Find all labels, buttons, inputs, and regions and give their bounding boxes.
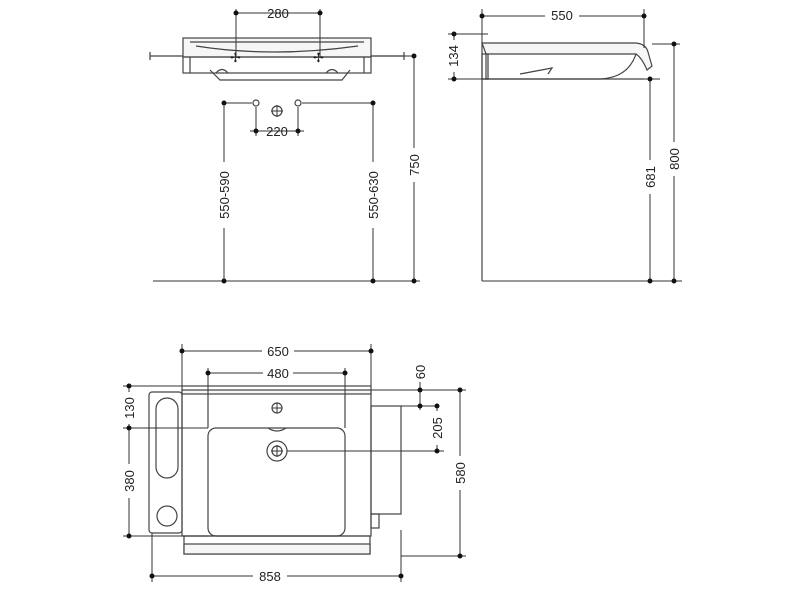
dim-overall-width: 858: [259, 569, 281, 584]
top-basin-outline: [148, 385, 402, 555]
side-view: 550 134 681 800: [444, 7, 684, 284]
dim-depth: 550: [551, 8, 573, 23]
dim-mount-height-right: 550-630: [366, 171, 381, 219]
dim-tap-spacing: 280: [267, 6, 289, 21]
top-view: 650 480 60 205 580: [121, 342, 470, 584]
dim-thickness: 134: [446, 45, 461, 67]
svg-text:✢: ✢: [313, 50, 324, 65]
dim-mount-height-left: 550-590: [217, 171, 232, 219]
side-basin-profile: [481, 42, 653, 80]
dim-top-height: 800: [667, 148, 682, 170]
dim-handle-depth: 130: [122, 397, 137, 419]
dim-total-depth: 580: [453, 462, 468, 484]
dim-rear-offset: 60: [413, 365, 428, 379]
dim-mount-spacing: 220: [266, 124, 288, 139]
front-basin-outline: ✢ ✢: [149, 37, 405, 81]
dim-width: 650: [267, 344, 289, 359]
dim-total-height: 750: [407, 154, 422, 176]
dim-clearance-height: 681: [643, 166, 658, 188]
front-view: ✢ ✢ 280 220 550-590: [149, 6, 422, 284]
dim-drain-offset: 205: [430, 417, 445, 439]
dim-bowl-depth: 380: [122, 470, 137, 492]
dim-basin-width: 480: [267, 366, 289, 381]
